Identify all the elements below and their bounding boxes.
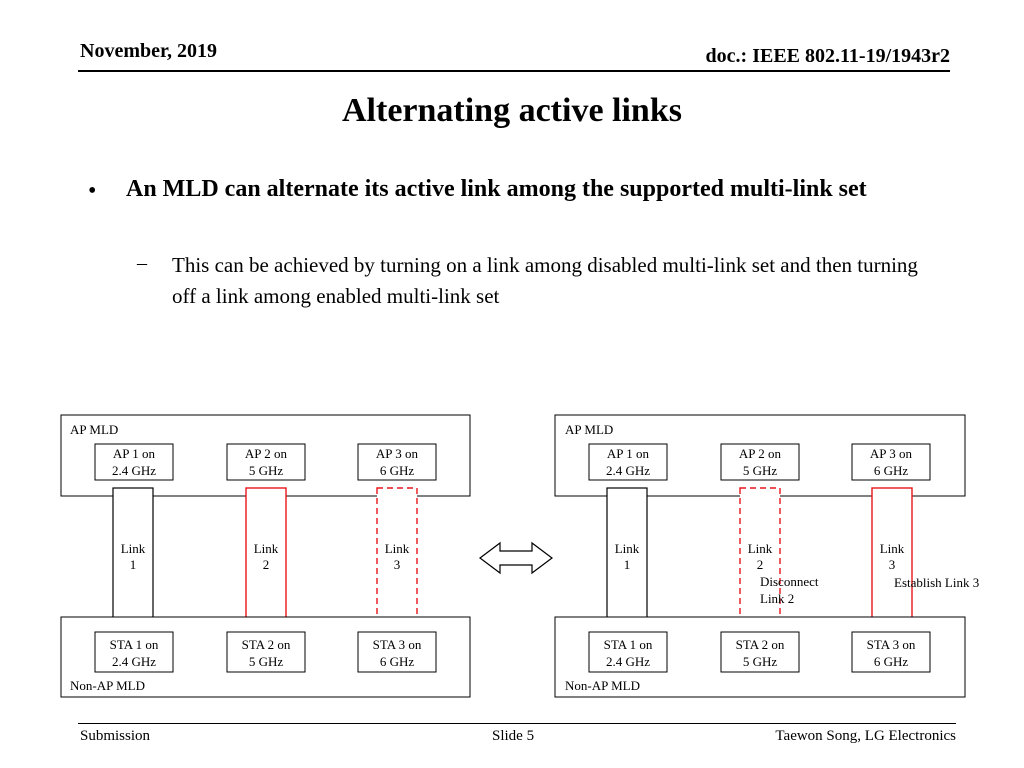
left-sta-3-line1: STA 3 on <box>373 637 422 652</box>
right-link-1-line2: 1 <box>624 557 631 572</box>
left-sta-2-line1: STA 2 on <box>242 637 291 652</box>
right-ap-1-line2: 2.4 GHz <box>606 463 650 478</box>
left-diagram: AP MLD AP 1 on 2.4 GHz AP 2 on 5 GHz AP … <box>60 414 471 698</box>
left-link-2 <box>245 487 287 627</box>
left-ap-3-box <box>357 443 437 481</box>
right-non-ap-mld-label: Non-AP MLD <box>565 678 640 693</box>
left-sta-2-line2: 5 GHz <box>249 654 284 669</box>
right-link-1 <box>606 487 648 627</box>
left-link-1-line2: 1 <box>130 557 137 572</box>
double-arrow-icon <box>479 541 553 575</box>
footer-divider <box>78 723 956 724</box>
right-ap-2-line1: AP 2 on <box>739 446 782 461</box>
right-sta-3-line2: 6 GHz <box>874 654 909 669</box>
right-sta-1-line1: STA 1 on <box>604 637 653 652</box>
establish-link-3-label: Establish Link 3 <box>894 575 979 590</box>
right-diagram: AP MLD AP 1 on 2.4 GHz AP 2 on 5 GHz AP … <box>554 414 979 698</box>
left-link-3-line2: 3 <box>394 557 401 572</box>
left-link-3 <box>376 487 418 627</box>
footer-slide-number: Slide 5 <box>492 728 535 744</box>
right-link-2-line2: 2 <box>757 557 764 572</box>
right-ap-3-box <box>851 443 931 481</box>
left-non-ap-mld-label: Non-AP MLD <box>70 678 145 693</box>
bullet-marker: • <box>88 178 97 204</box>
right-link-3-line1: Link <box>880 541 905 556</box>
header-doc-id: doc.: IEEE 802.11-19/1943r2 <box>705 45 950 67</box>
left-link-3-line1: Link <box>385 541 410 556</box>
right-ap-3-line1: AP 3 on <box>870 446 913 461</box>
right-ap-3-line2: 6 GHz <box>874 463 909 478</box>
right-sta-1-line2: 2.4 GHz <box>606 654 650 669</box>
right-sta-2-box <box>720 631 800 673</box>
right-link-3-line2: 3 <box>889 557 896 572</box>
left-ap-1-line1: AP 1 on <box>113 446 156 461</box>
left-ap-1-box <box>94 443 174 481</box>
right-link-1-line1: Link <box>615 541 640 556</box>
slide-title: Alternating active links <box>342 92 682 129</box>
left-sta-3-box <box>357 631 437 673</box>
right-link-3 <box>871 487 913 627</box>
left-sta-1-box <box>94 631 174 673</box>
right-sta-3-line1: STA 3 on <box>867 637 916 652</box>
left-ap-3-line2: 6 GHz <box>380 463 415 478</box>
left-sta-1-line2: 2.4 GHz <box>112 654 156 669</box>
left-ap-1-line2: 2.4 GHz <box>112 463 156 478</box>
right-ap-2-box <box>720 443 800 481</box>
left-ap-3-line1: AP 3 on <box>376 446 419 461</box>
right-sta-2-line1: STA 2 on <box>736 637 785 652</box>
left-link-2-line1: Link <box>254 541 279 556</box>
left-sta-1-line1: STA 1 on <box>110 637 159 652</box>
right-sta-3-box <box>851 631 931 673</box>
right-sta-2-line2: 5 GHz <box>743 654 778 669</box>
sub-bullet-marker: – <box>137 252 147 274</box>
right-ap-2-line2: 5 GHz <box>743 463 778 478</box>
left-sta-2-box <box>226 631 306 673</box>
disconnect-link-2-line1: Disconnect <box>760 574 819 589</box>
right-ap-1-box <box>588 443 668 481</box>
right-link-2 <box>739 487 781 627</box>
header-date: November, 2019 <box>80 40 218 62</box>
sub-bullet-text: This can be achieved by turning on a lin… <box>172 253 918 308</box>
left-link-2-line2: 2 <box>263 557 270 572</box>
left-ap-2-line1: AP 2 on <box>245 446 288 461</box>
bullet-text: An MLD can alternate its active link amo… <box>126 176 867 202</box>
header-divider <box>78 70 950 72</box>
right-ap-mld-label: AP MLD <box>565 422 613 437</box>
left-ap-mld-label: AP MLD <box>70 422 118 437</box>
left-link-1-line1: Link <box>121 541 146 556</box>
right-sta-1-box <box>588 631 668 673</box>
disconnect-link-2-line2: Link 2 <box>760 591 794 606</box>
footer-submission: Submission <box>80 728 151 744</box>
left-sta-3-line2: 6 GHz <box>380 654 415 669</box>
left-ap-2-box <box>226 443 306 481</box>
left-ap-2-line2: 5 GHz <box>249 463 284 478</box>
right-link-2-line1: Link <box>748 541 773 556</box>
footer-author: Taewon Song, LG Electronics <box>775 728 956 744</box>
right-ap-1-line1: AP 1 on <box>607 446 650 461</box>
